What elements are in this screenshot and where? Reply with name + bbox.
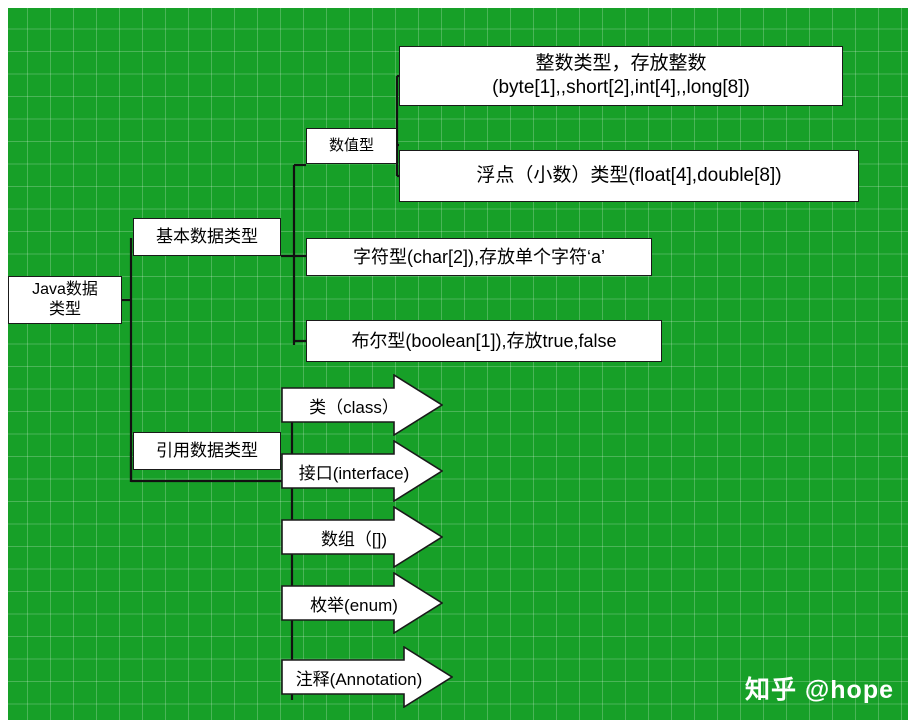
node-numeric-type[interactable]: 数值型 <box>306 128 397 164</box>
page-margin-left <box>0 0 8 728</box>
reference-array-label: 数组（[]) <box>320 529 388 549</box>
node-floating-point-types[interactable]: 浮点（小数）类型(float[4],double[8]) <box>399 150 859 202</box>
grid-background <box>8 8 908 720</box>
page-margin-right <box>908 0 916 728</box>
node-reference-class[interactable]: 类（class） <box>281 374 443 436</box>
node-reference-array[interactable]: 数组（[]) <box>281 506 443 568</box>
reference-enum-label: 枚举(enum) <box>310 595 398 615</box>
reference-class-label: 类（class） <box>309 397 399 417</box>
node-reference-interface[interactable]: 接口(interface) <box>281 440 443 502</box>
node-char-type[interactable]: 字符型(char[2]),存放单个字符‘a’ <box>306 238 652 276</box>
node-reference-annotation[interactable]: 注释(Annotation) <box>281 646 453 708</box>
node-boolean-type[interactable]: 布尔型(boolean[1]),存放true,false <box>306 320 662 362</box>
node-root[interactable]: Java数据 类型 <box>8 276 122 324</box>
node-integer-types[interactable]: 整数类型，存放整数 (byte[1],,short[2],int[4],,lon… <box>399 46 843 106</box>
node-primitive-types[interactable]: 基本数据类型 <box>133 218 281 256</box>
node-reference-enum[interactable]: 枚举(enum) <box>281 572 443 634</box>
watermark: 知乎 @hope <box>744 676 894 704</box>
reference-interface-label: 接口(interface) <box>298 463 410 483</box>
reference-annotation-label: 注释(Annotation) <box>295 669 423 689</box>
page-margin-top <box>0 0 916 8</box>
node-reference-types[interactable]: 引用数据类型 <box>133 432 281 470</box>
page-margin-bottom <box>0 720 916 728</box>
